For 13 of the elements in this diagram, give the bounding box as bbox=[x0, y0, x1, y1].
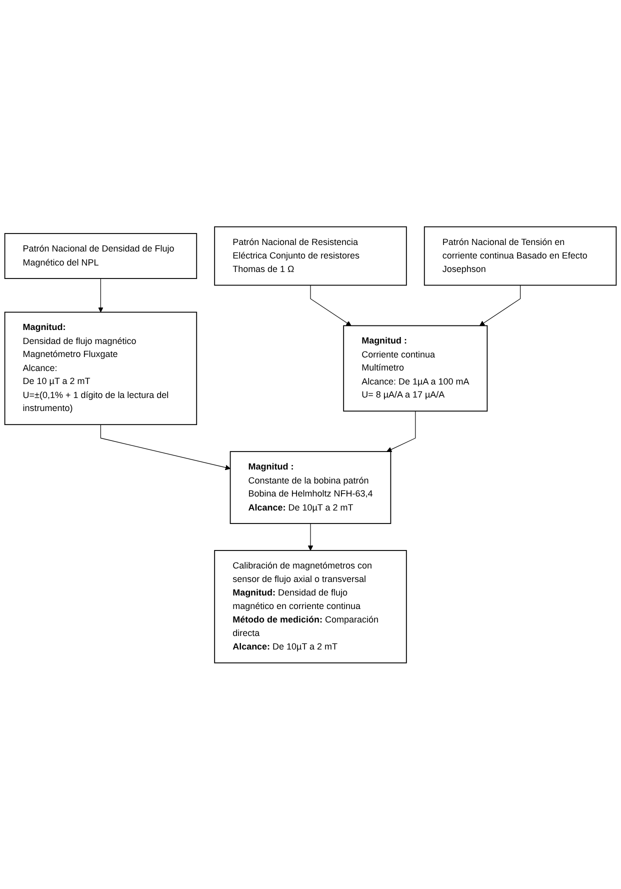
node-box: Magnitud: Densidad de flujo magnético Magnetómetro Fluxgate Alcance: De 10 µT a 2 mT U=±(0,1% + 1 dígito de la lectura del instrumento) bbox=[4, 311, 198, 425]
arrow bbox=[308, 522, 314, 550]
node-box: Patrón Nacional de Densidad de Flujo Magnético del NPL bbox=[4, 232, 198, 279]
node-box: Patrón Nacional de Tensión en corriente continua Basado en Efecto Josephson bbox=[424, 226, 617, 286]
arrow bbox=[98, 278, 104, 312]
node-box: Patrón Nacional de Resistencia Eléctrica Conjunto de resistores Thomas de 1 Ω bbox=[214, 226, 407, 286]
arrow bbox=[386, 410, 416, 452]
arrow bbox=[479, 284, 521, 326]
node-box: Magnitud : Corriente continua Multímetro Alcance: De 1µA a 100 mA U= 8 µA/A a 17 µA/A bbox=[343, 324, 488, 412]
node-box: Magnitud : Constante de la bobina patrón Bobina de Helmholtz NFH-63,4 Alcance: De 10µT a 2 mT bbox=[230, 450, 392, 524]
node-box: Calibración de magnetómetros con sensor de flujo axial o transversal Magnitud: Densidad de flujo magnético en corriente continua Método de medición: Comparación directa Alcance: De 10µT a 2 mT bbox=[214, 550, 407, 663]
arrow bbox=[310, 284, 352, 326]
arrow bbox=[100, 424, 231, 470]
